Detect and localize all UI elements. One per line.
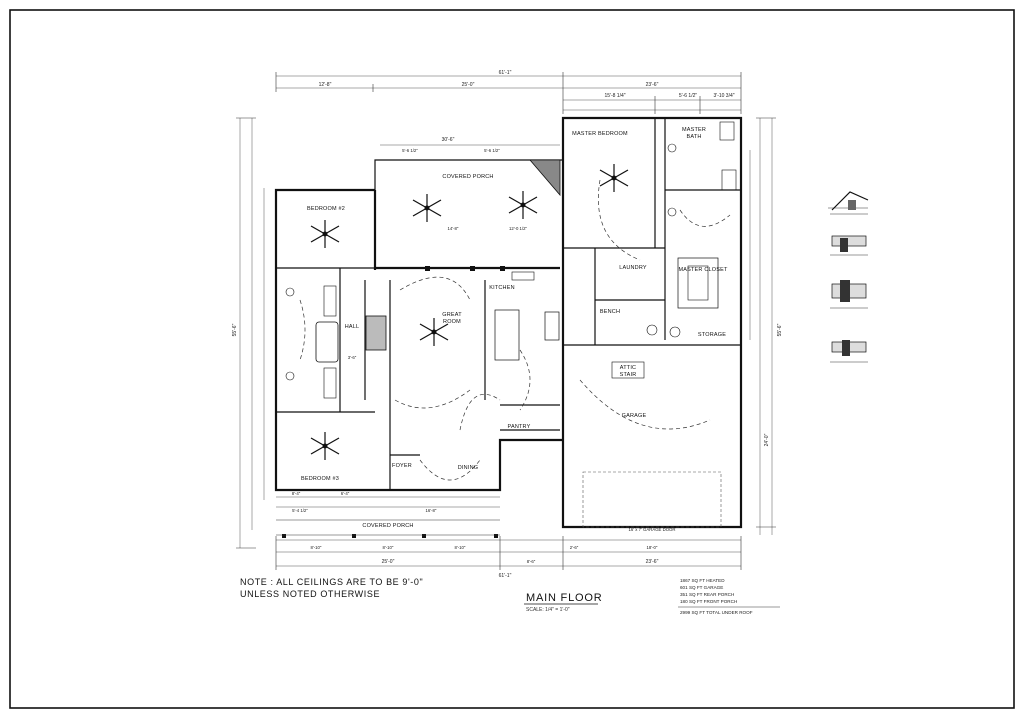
room-label-attic-stair-1: ATTIC <box>620 365 636 371</box>
dim-porch-left: 5'-6 1/2" <box>402 148 418 153</box>
garage-door-label: 16' x 7' GARAGE DOOR <box>628 527 675 532</box>
dim-bath-width: 5'-6 1/2" <box>679 93 698 99</box>
garage-door-outline <box>582 471 722 528</box>
dim-front-porch-span-2: 8'-10" <box>383 545 394 550</box>
ceiling-note-line-2: UNLESS NOTED OTHERWISE <box>240 589 380 599</box>
sheet-border <box>9 9 1015 709</box>
room-label-great-room-1: GREAT <box>442 312 462 318</box>
dim-bottom-garage: 8'-6" <box>527 559 536 564</box>
dim-top-left: 12'-8" <box>319 82 332 88</box>
room-label-foyer: FOYER <box>392 463 412 469</box>
dim-bottom-overall: 61'-1" <box>499 573 512 579</box>
room-label-attic-stair-2: STAIR <box>620 372 637 378</box>
room-label-great-room-2: ROOM <box>443 319 461 325</box>
dim-bottom-total-left: 25'-0" <box>382 559 395 565</box>
electrical-wiring <box>299 179 731 481</box>
room-label-laundry: LAUNDRY <box>619 265 647 271</box>
room-label-dining: DINING <box>458 465 478 471</box>
room-label-master-bedroom: MASTER BEDROOM <box>572 131 628 137</box>
area-stat-garage: 601 SQ FT GARAGE <box>680 585 723 590</box>
dim-left-bedroom: 8'-4" <box>292 491 301 496</box>
dim-porch-width: 30'-6" <box>442 137 455 143</box>
room-label-covered-porch-rear: COVERED PORCH <box>442 174 493 180</box>
dim-porch-depth: 12'-0 1/2" <box>509 226 528 231</box>
room-label-master-bath-2: BATH <box>686 134 701 140</box>
detail-1 <box>828 191 869 215</box>
ceiling-note-line-1: NOTE : ALL CEILINGS ARE TO BE 9'-0" <box>240 577 423 587</box>
exterior-walls <box>274 116 743 529</box>
sheet-title: MAIN FLOOR <box>526 592 602 604</box>
ceiling-fan-icon <box>310 432 340 460</box>
sheet-scale: SCALE: 1/4" = 1'-0" <box>526 607 570 613</box>
room-label-garage: GARAGE <box>622 413 647 419</box>
detail-3 <box>830 280 868 309</box>
dim-mid-3: 3'-6" <box>348 355 357 360</box>
dim-bottom-porch: 16'-8" <box>426 508 437 513</box>
dim-overall-left: 55'-6" <box>232 323 238 336</box>
dim-garage-side: 2'-6" <box>570 545 579 550</box>
room-labels: COVERED PORCH MASTER BEDROOM MASTER BATH… <box>301 127 728 529</box>
dim-top-mid: 25'-0" <box>462 82 475 88</box>
ceiling-fan-icon <box>419 318 449 346</box>
room-label-pantry: PANTRY <box>507 424 530 430</box>
dim-porch-right: 5'-6 1/2" <box>484 148 500 153</box>
room-label-covered-porch-front: COVERED PORCH <box>362 523 413 529</box>
dim-garage-width: 18'-0" <box>647 545 658 550</box>
area-stat-total: 2999 SQ FT TOTAL UNDER ROOF <box>680 610 753 615</box>
room-label-bedroom-3: BEDROOM #3 <box>301 476 339 482</box>
dim-master-width: 15'-8 1/4" <box>604 93 625 99</box>
attic-stair-box <box>611 361 645 379</box>
ceiling-fan-icon <box>310 220 340 248</box>
ceiling-fan-icon <box>599 164 629 192</box>
dim-overall-top: 61'-1" <box>499 70 512 76</box>
area-stat-front-porch: 180 SQ FT FRONT PORCH <box>680 599 737 604</box>
dimension-lines <box>236 72 776 570</box>
dim-top-right: 23'-6" <box>646 82 659 88</box>
fixtures <box>285 121 737 399</box>
detail-2 <box>830 235 868 256</box>
room-label-bedroom-2: BEDROOM #2 <box>307 206 345 212</box>
room-label-bench: BENCH <box>600 309 620 315</box>
porch-posts <box>276 159 561 538</box>
dim-bottom-porch-left: 5'-4 1/2" <box>292 508 308 513</box>
room-label-master-bath-1: MASTER <box>682 127 706 133</box>
ceiling-fans <box>310 164 629 460</box>
detail-4 <box>830 340 868 363</box>
dim-porch-inner: 14'-8" <box>448 226 459 231</box>
dim-overall-right: 55'-6" <box>777 323 783 336</box>
area-stat-heated: 1867 SQ FT HEATED <box>680 578 725 583</box>
ceiling-fan-icon <box>412 194 442 222</box>
dim-bath-right: 3'-10 3/4" <box>713 93 734 99</box>
dim-garage-depth: 24'-0" <box>764 433 770 446</box>
interior-walls <box>276 118 741 490</box>
dim-front-porch-span-3: 8'-10" <box>455 545 466 550</box>
ceiling-fan-icon <box>508 191 538 219</box>
area-stat-rear-porch: 351 SQ FT REAR PORCH <box>680 592 734 597</box>
dim-front-porch-span-1: 8'-10" <box>311 545 322 550</box>
section-details <box>828 191 869 363</box>
room-label-hall: HALL <box>345 324 360 330</box>
dim-left-bedroom-2: 6'-4" <box>341 491 350 496</box>
room-label-kitchen: KITCHEN <box>489 285 515 291</box>
room-label-master-closet: MASTER CLOSET <box>678 267 727 273</box>
room-label-storage: STORAGE <box>698 332 726 338</box>
dim-bottom-total-right: 23'-6" <box>646 559 659 565</box>
